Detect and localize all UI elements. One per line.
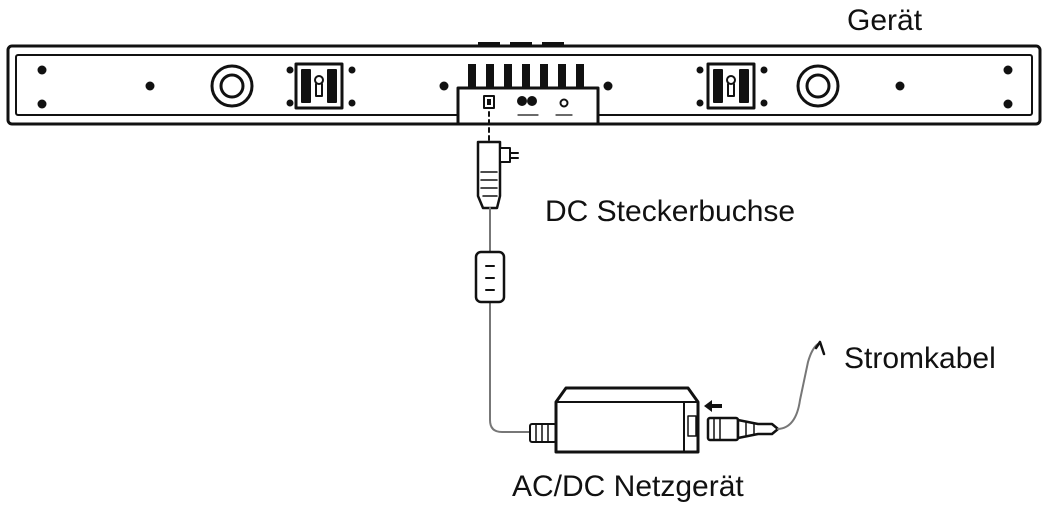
dc-cable: [489, 207, 533, 433]
dc-plug: [476, 140, 519, 210]
dc-socket-label: DC Steckerbuchse: [545, 195, 796, 228]
device-vents: [468, 64, 584, 88]
device-label: Gerät: [847, 4, 923, 37]
power-cable-label: Stromkabel: [844, 342, 996, 375]
wall-mount-bracket-right: [706, 62, 756, 110]
mains-plug: [706, 416, 780, 442]
power-cable: [777, 343, 819, 430]
insertion-arrow: [704, 400, 722, 412]
device-feet: [210, 64, 840, 108]
power-cable-end: [814, 340, 826, 356]
ferrite-core: [474, 250, 506, 304]
wall-mount-bracket-left: [294, 62, 344, 110]
power-supply-brick: [529, 386, 700, 454]
device-screws: [37, 65, 1013, 109]
connector-panel: [456, 86, 600, 126]
power-supply-label: AC/DC Netzgerät: [512, 470, 744, 503]
